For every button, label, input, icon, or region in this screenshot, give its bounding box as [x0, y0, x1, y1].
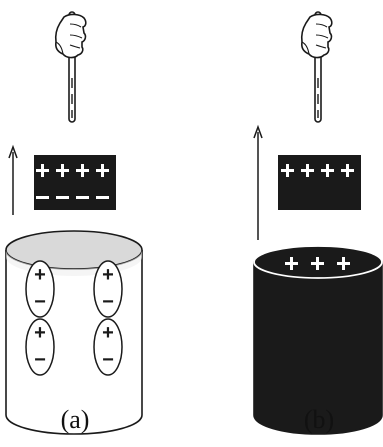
dipole-top-right: + − — [94, 261, 122, 317]
plus-sign: + — [102, 322, 114, 344]
charged-plate-a — [34, 155, 116, 210]
charged-plate-b — [278, 155, 361, 210]
minus-sign: − — [102, 349, 114, 371]
minus-sign: − — [34, 349, 46, 371]
plus-sign: + — [34, 264, 46, 286]
panel-a: + − + − + − + − — [6, 12, 142, 434]
motion-arrow-b — [254, 127, 262, 240]
motion-arrow-a — [9, 147, 17, 215]
dipole-bottom-right: + − — [94, 319, 122, 375]
plus-sign: + — [102, 264, 114, 286]
dipole-bottom-left: + − — [26, 319, 54, 375]
cylinder-a: + − + − + − + − — [6, 231, 142, 434]
hand-icon-a — [56, 12, 86, 122]
panel-b — [254, 12, 382, 434]
minus-sign: − — [34, 291, 46, 313]
dipole-top-left: + − — [26, 261, 54, 317]
hand-icon-b — [302, 12, 332, 122]
caption-a: (a) — [45, 405, 105, 435]
plus-sign: + — [34, 322, 46, 344]
minus-sign: − — [102, 291, 114, 313]
caption-b: (b) — [289, 405, 349, 435]
